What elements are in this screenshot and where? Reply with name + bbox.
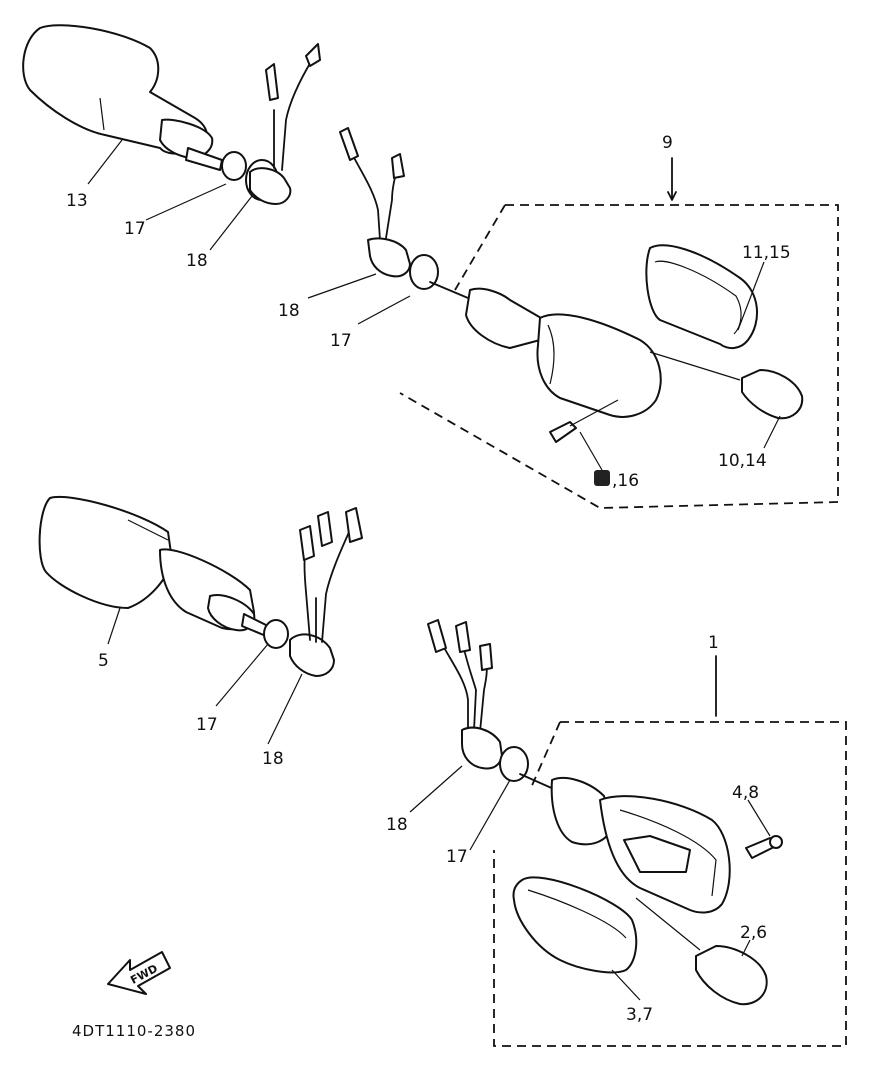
callout-18: 18 [186, 251, 208, 271]
turn-signal-assembly-5 [38, 496, 363, 677]
drawing-code: 4DT1110-2380 [72, 1022, 196, 1040]
assembly-1-boundary [493, 721, 847, 1047]
callout-17: 17 [446, 847, 468, 867]
callout-10-14: 10,14 [718, 451, 767, 471]
assembly-9-boundary [399, 204, 839, 509]
callout-17: 17 [330, 331, 352, 351]
callout-4-8: 4,8 [732, 783, 759, 803]
callout-3-7: 3,7 [626, 1005, 653, 1025]
callout-11-15: 11,15 [742, 243, 791, 263]
callout-18: 18 [262, 749, 284, 769]
callout-labels: 13 17 18 9 11,15 18 17 10,14 ,16 5 17 18… [66, 133, 791, 1025]
callout-17: 17 [124, 219, 146, 239]
callout-2-6: 2,6 [740, 923, 767, 943]
turn-signal-assembly-13 [22, 24, 321, 205]
callout-5: 5 [98, 651, 109, 671]
leader-lines [87, 139, 781, 1001]
callout-17: 17 [196, 715, 218, 735]
callout-9: 9 [662, 133, 673, 153]
turn-signal-assembly-1 [427, 619, 847, 1047]
callout-18: 18 [386, 815, 408, 835]
fwd-arrow-icon: FWD [107, 951, 171, 995]
callout-1: 1 [708, 633, 719, 653]
callout-13: 13 [66, 191, 88, 211]
turn-signal-assembly-9 [339, 127, 839, 509]
callout-16: ,16 [612, 471, 639, 491]
callout-18: 18 [278, 301, 300, 321]
